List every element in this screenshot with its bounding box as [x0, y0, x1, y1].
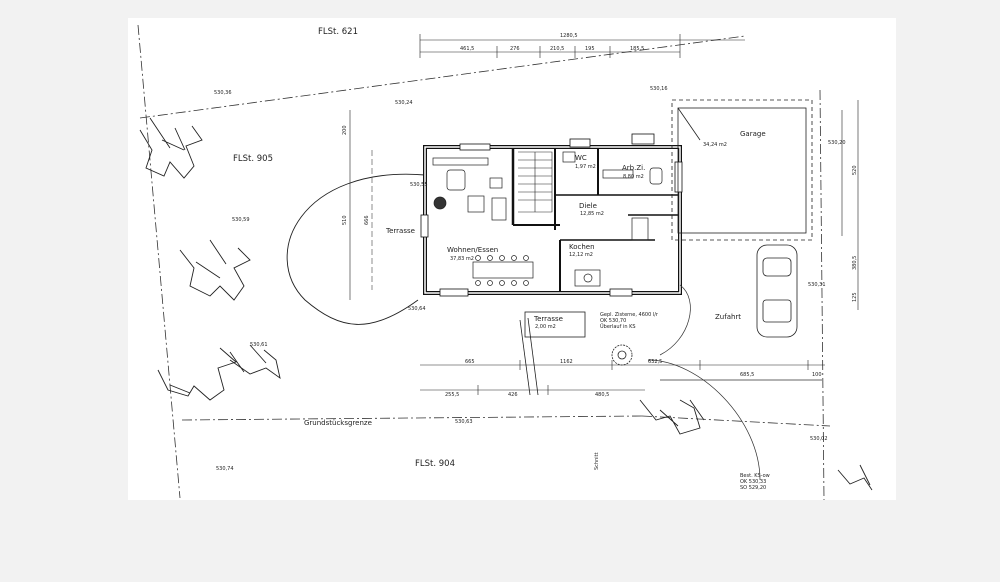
car-icon: [756, 244, 798, 338]
dim-right: 520: [852, 165, 858, 175]
garage-label: Garage: [740, 130, 766, 138]
level-label: 530,64: [408, 306, 426, 312]
dim-bottom: 685,5: [740, 372, 754, 378]
best-ks-2: OK 530,33: [740, 479, 766, 485]
level-label: 530,31: [808, 282, 826, 288]
level-label: 530,63: [455, 419, 473, 425]
room-wohnen-area: 37,83 m2: [450, 256, 474, 262]
dim-bottom: 480,5: [595, 392, 609, 398]
room-arbz-label: Arb.Zi.: [622, 164, 645, 172]
level-label: 530,61: [250, 342, 268, 348]
staircase: [518, 151, 553, 213]
best-ks-3: SO 529,20: [740, 485, 766, 491]
terrasse-west-outline: [286, 173, 426, 325]
trees: [139, 117, 873, 491]
room-arbz-area: 8,80 m2: [623, 174, 644, 180]
dim-top-total: 1280,5: [560, 33, 578, 39]
dim-left: 666: [364, 215, 370, 225]
dimension-lines: [349, 34, 859, 395]
garage-outline: [671, 99, 813, 241]
parcel-west-label: FLSt. 905: [233, 154, 273, 164]
dim-left: 510: [342, 215, 348, 225]
dim-top-part: 195: [585, 46, 595, 52]
room-kochen-area: 12,12 m2: [569, 252, 593, 258]
parcel-south-label: FLSt. 904: [415, 459, 455, 469]
property-boundaries: [137, 24, 831, 501]
room-wohnen-label: Wohnen/Essen: [447, 246, 498, 254]
dim-bottom: 100: [812, 372, 822, 378]
dim-bottom: 1162: [560, 359, 573, 365]
dim-top-part: 276: [510, 46, 520, 52]
dim-bottom: 632,5: [648, 359, 662, 365]
dim-right: 125: [852, 292, 858, 302]
level-label: 530,02: [810, 436, 828, 442]
level-label: 530,59: [232, 217, 250, 223]
ok-note-2: OK 530,70: [600, 318, 626, 324]
dim-bottom: 255,5: [445, 392, 459, 398]
room-diele-label: Diele: [579, 202, 597, 210]
level-label: 530,16: [650, 86, 668, 92]
level-label: 530,36: [214, 90, 232, 96]
dim-bottom: 665: [465, 359, 475, 365]
dim-left: 200: [342, 125, 348, 135]
house-walls: [420, 133, 683, 297]
terrasse-west-label: Terrasse: [385, 227, 415, 235]
garage-area: 34,24 m2: [703, 142, 727, 148]
ok-note-1: Gepl. Zisterne, 4600 l/r: [600, 312, 659, 318]
driveway-lines: [647, 284, 822, 481]
dim-top-part: 185,5: [630, 46, 644, 52]
dim-top-part: 210,5: [550, 46, 564, 52]
best-ks-1: Best. KS-ow: [740, 473, 770, 479]
level-label: 530,74: [216, 466, 234, 472]
boundary-label: Grundstücksgrenze: [304, 419, 372, 427]
dim-top-part: 461,5: [460, 46, 474, 52]
parcel-north-label: FLSt. 621: [318, 27, 358, 37]
room-kochen-label: Kochen: [569, 243, 595, 251]
terrasse-south-area: 2,00 m2: [535, 324, 556, 330]
level-label: 530,24: [395, 100, 413, 106]
labels: FLSt. 621 FLSt. 905 FLSt. 904 Terrasse W…: [214, 27, 858, 491]
ok-note-3: Überlauf in KS: [600, 323, 636, 330]
level-label: 530,20: [828, 140, 846, 146]
dim-bottom: 426: [508, 392, 518, 398]
terrasse-south-label: Terrasse: [533, 315, 563, 323]
room-wc-label: WC: [575, 154, 587, 162]
zufahrt-label: Zufahrt: [715, 313, 741, 321]
room-wc-area: 1,97 m2: [575, 164, 596, 170]
schnitt-label: Schnitt: [594, 452, 600, 470]
room-diele-area: 12,85 m2: [580, 211, 604, 217]
furniture: [432, 151, 663, 287]
dim-right: 380,5: [852, 256, 858, 270]
level-label: 530,55: [410, 182, 428, 188]
